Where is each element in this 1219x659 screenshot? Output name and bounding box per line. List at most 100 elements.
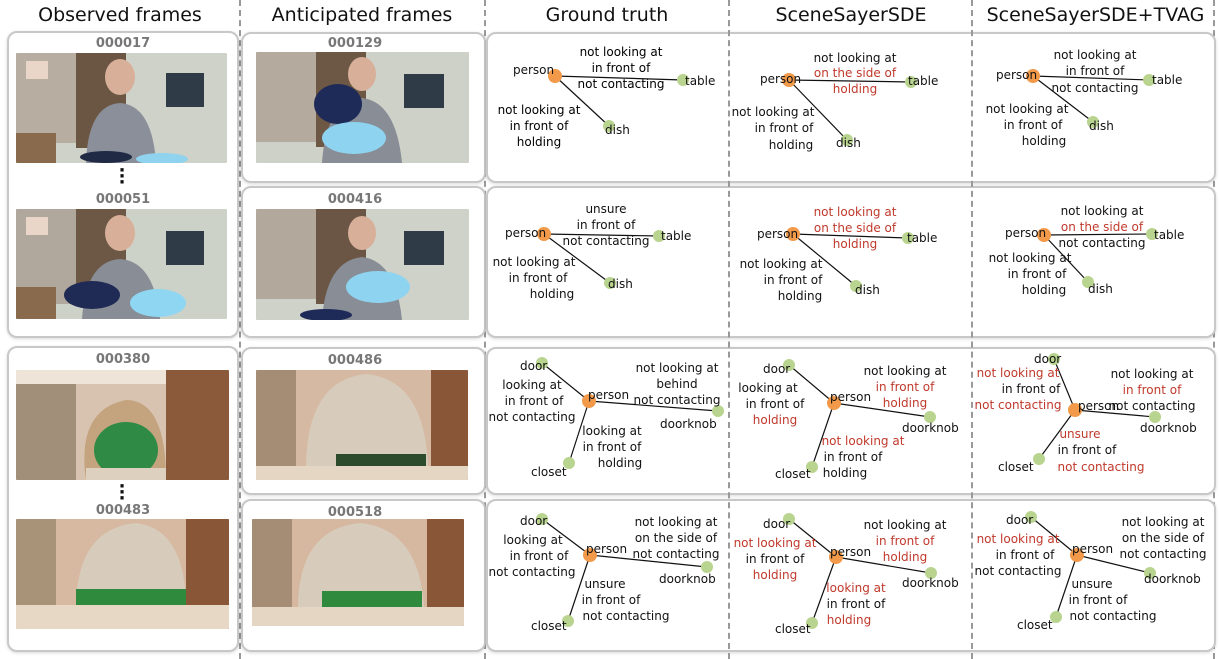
relation-label: not looking at	[864, 364, 947, 378]
person-node	[582, 394, 596, 408]
person-node	[1070, 548, 1084, 562]
relation-label: not contacting	[1058, 460, 1145, 474]
scene-graph-sde-row1: person table dish not looking at on the …	[732, 51, 939, 152]
relation-label: in front of	[592, 61, 651, 75]
relation-label: not looking at	[814, 51, 897, 65]
node-label: doorknob	[659, 572, 716, 586]
object-node	[1144, 567, 1156, 579]
frame-id: 000486	[327, 353, 383, 368]
relation-label: holding	[517, 135, 561, 149]
node-label: door	[1006, 513, 1033, 527]
scene-graph-tvag-row2: person table dish not looking at on the …	[989, 204, 1185, 297]
node-label: closet	[998, 460, 1034, 474]
relation-label: looking at	[502, 378, 562, 392]
node-label: person	[760, 72, 801, 86]
relation-label: holding	[530, 287, 574, 301]
relation-label: in front of	[577, 218, 636, 232]
node-label: table	[661, 229, 691, 243]
node-label: closet	[1017, 618, 1053, 632]
node-label: doorknob	[1140, 421, 1197, 435]
relation-label: in front of	[1069, 593, 1128, 607]
node-label: dish	[1089, 119, 1114, 133]
relation-label: not contacting	[975, 398, 1062, 412]
node-label: doorknob	[1144, 572, 1201, 586]
node-label: person	[586, 542, 627, 556]
relation-label: holding	[1022, 283, 1066, 297]
node-label: door	[763, 517, 790, 531]
relation-label: on the side of	[814, 66, 897, 80]
object-node	[1082, 276, 1094, 288]
relation-label: in front of	[1008, 267, 1067, 281]
object-node	[1050, 611, 1062, 623]
node-label: person	[996, 68, 1037, 82]
relation-label: in front of	[755, 121, 814, 135]
node-label: doorknob	[902, 421, 959, 435]
relation-label: holding	[598, 456, 642, 470]
relation-label: not looking at	[493, 255, 576, 269]
node-label: closet	[531, 619, 567, 633]
relation-label: holding	[753, 568, 797, 582]
person-node	[1026, 69, 1040, 83]
object-node	[1146, 228, 1158, 240]
object-node	[902, 232, 914, 244]
node-label: person	[1005, 226, 1046, 240]
node-label: table	[1154, 228, 1184, 242]
person-node	[827, 396, 841, 410]
relation-label: in front of	[1058, 443, 1117, 457]
relation-label: in front of	[505, 394, 564, 408]
relation-label: unsure	[1071, 577, 1112, 591]
node-label: dish	[608, 277, 633, 291]
relation-label: not looking at	[814, 205, 897, 219]
graph-panel	[486, 499, 1216, 652]
node-label: door	[763, 362, 790, 376]
object-node	[924, 411, 936, 423]
relation-label: on the side of	[1122, 531, 1205, 545]
object-node	[1048, 353, 1060, 365]
scene-graph-sde-row2: person table dish not looking at on the …	[740, 205, 938, 303]
person-node	[1068, 403, 1082, 417]
relation-label: not looking at	[636, 361, 719, 375]
object-node	[905, 76, 917, 88]
scene-graph-gt-row2: person table dish unsure in front of not…	[493, 202, 692, 301]
object-node	[603, 120, 615, 132]
relation-label: unsure	[585, 202, 626, 216]
frame-id: 000129	[327, 36, 383, 51]
ellipsis-icon: ···	[118, 160, 126, 193]
scene-graph-gt-row1: person table dish not looking at in fron…	[498, 45, 716, 149]
node-label: person	[513, 63, 554, 77]
relation-label: holding	[833, 82, 877, 96]
object-node	[536, 357, 548, 369]
relation-label: not looking at	[977, 366, 1060, 380]
relation-label: holding	[823, 466, 867, 480]
object-node	[1149, 411, 1161, 423]
frame-id: 000017	[95, 36, 151, 51]
scene-graph-tvag-row1: person table dish not looking at in fron…	[986, 48, 1183, 148]
node-label: person	[588, 388, 629, 402]
object-node	[563, 457, 575, 469]
node-label: closet	[775, 467, 811, 481]
relation-label: holding	[769, 138, 813, 152]
node-label: door	[520, 359, 547, 373]
header-scenesayersde-tvag: SceneSayerSDE+TVAG	[986, 4, 1205, 26]
header-observed-frames: Observed frames	[38, 4, 202, 26]
node-label: closet	[775, 622, 811, 636]
scene-graph-gt-row3: person door doorknob closet looking at i…	[489, 357, 724, 479]
node-label: table	[907, 231, 937, 245]
relation-label: in front of	[1066, 64, 1125, 78]
relation-label: not looking at	[822, 434, 905, 448]
video-frame	[16, 519, 229, 629]
relation-label: not looking at	[740, 257, 823, 271]
relation-label: not contacting	[633, 547, 720, 561]
header-ground-truth: Ground truth	[545, 4, 669, 26]
video-frame	[256, 52, 469, 163]
frame-id: 000051	[95, 192, 151, 207]
relation-label: unsure	[1059, 427, 1100, 441]
object-node	[850, 280, 862, 292]
object-node	[806, 617, 818, 629]
relation-label: holding	[827, 613, 871, 627]
relation-label: in front of	[764, 273, 823, 287]
relation-label: not looking at	[498, 103, 581, 117]
person-node	[1037, 228, 1051, 242]
scene-graph-tvag-row4: person door doorknob closet not looking …	[975, 511, 1206, 632]
graph-panel	[486, 347, 1216, 495]
